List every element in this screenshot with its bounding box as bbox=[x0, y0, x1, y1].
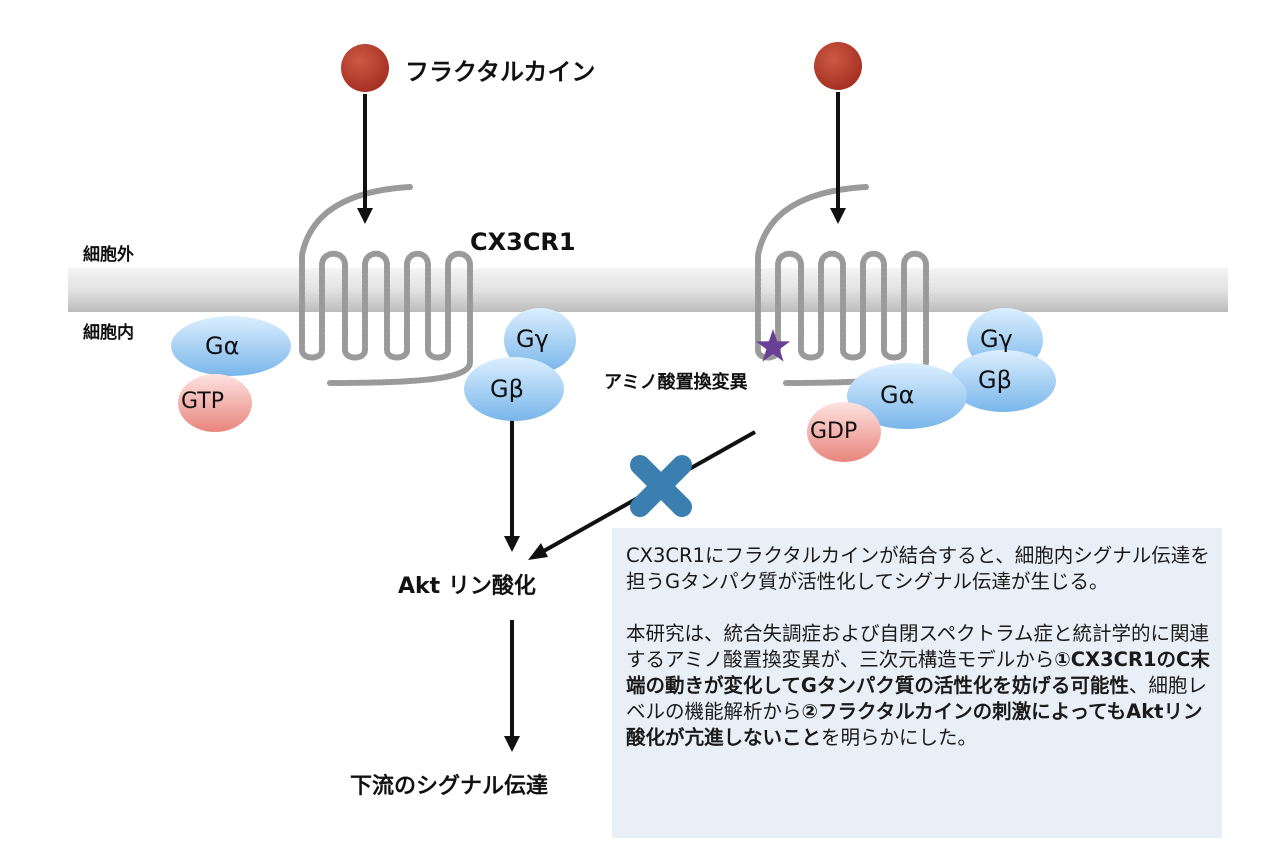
arrowhead bbox=[357, 208, 373, 224]
summary-paragraph-1: CX3CR1にフラクタルカインが結合すると、細胞内シグナル伝達を担うGタンパク質… bbox=[626, 544, 1210, 593]
g-beta-left-label: Gβ bbox=[490, 375, 524, 403]
receptor-label: CX3CR1 bbox=[470, 228, 576, 256]
gdp-label: GDP bbox=[810, 419, 858, 444]
g-alpha-left-label: Gα bbox=[205, 332, 240, 360]
ligand-label: フラクタルカイン bbox=[405, 58, 596, 86]
block-cross bbox=[630, 455, 692, 517]
summary-text: を明らかにした。 bbox=[821, 726, 978, 749]
mutation-label: アミノ酸置換変異 bbox=[604, 372, 748, 393]
g-alpha-right-label: Gα bbox=[880, 381, 915, 409]
summary-text: 本研究は、統合失調症および自閉スペクトラム症と統計学的に関連するアミノ酸置換変異… bbox=[626, 622, 1210, 671]
g-gamma-right-label: Gγ bbox=[980, 325, 1013, 353]
arrowhead bbox=[528, 543, 548, 560]
finding-2: ②フラクタルカインの刺激によってもAktリン酸化が亢進しないこと bbox=[626, 700, 1203, 749]
g-beta-left bbox=[464, 357, 564, 421]
g-gamma-left-label: Gγ bbox=[516, 325, 549, 353]
gdp-node bbox=[807, 402, 881, 462]
akt-phosphorylation-label: Akt リン酸化 bbox=[398, 574, 536, 599]
g-beta-right-label: Gβ bbox=[978, 366, 1012, 394]
summary-box: CX3CR1にフラクタルカインが結合すると、細胞内シグナル伝達を担うGタンパク質… bbox=[612, 528, 1222, 838]
receptor-right bbox=[755, 184, 929, 386]
arrowhead bbox=[504, 736, 520, 752]
receptor-left bbox=[299, 184, 473, 386]
fractalkine-ligand-right bbox=[814, 42, 862, 90]
gtp-node bbox=[178, 374, 252, 432]
mutation-star-icon bbox=[755, 329, 791, 362]
arrowhead bbox=[504, 536, 520, 552]
arrowhead bbox=[830, 208, 846, 224]
intracellular-label: 細胞内 bbox=[83, 323, 134, 343]
g-gamma-left bbox=[504, 308, 576, 372]
gtp-label: GTP bbox=[181, 389, 224, 414]
finding-1: ①CX3CR1のC末端の動きが変化してGタンパク質の活性化を妨げる可能性 bbox=[626, 648, 1210, 697]
g-alpha-right bbox=[847, 363, 967, 429]
cell-membrane bbox=[68, 268, 1228, 312]
fractalkine-ligand-left bbox=[341, 44, 389, 92]
g-alpha-left bbox=[171, 316, 291, 376]
g-beta-right bbox=[950, 350, 1056, 412]
summary-text: 、細胞レベルの機能解析から bbox=[626, 674, 1207, 723]
summary-paragraph-2: 本研究は、統合失調症および自閉スペクトラム症と統計学的に関連するアミノ酸置換変異… bbox=[626, 621, 1210, 751]
downstream-signaling-label: 下流のシグナル伝達 bbox=[350, 774, 549, 799]
extracellular-label: 細胞外 bbox=[83, 245, 134, 265]
